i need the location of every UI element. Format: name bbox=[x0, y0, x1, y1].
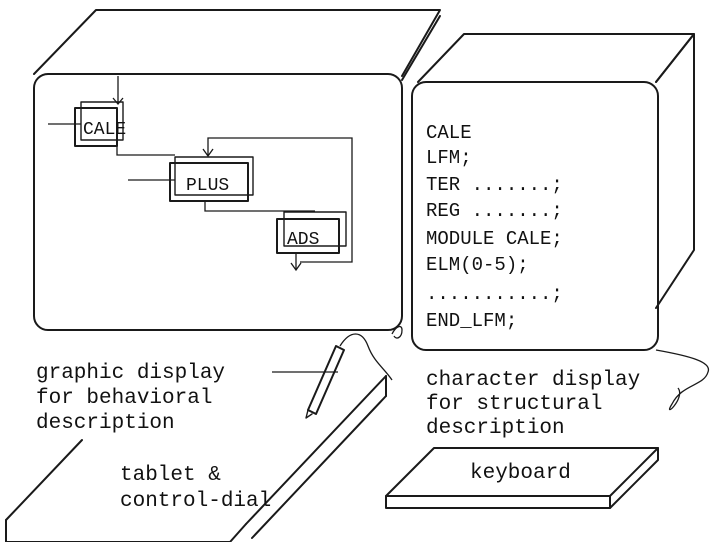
character-monitor-top bbox=[418, 34, 694, 82]
code-line-8: END_LFM; bbox=[426, 310, 517, 332]
character-caption-line-1: character display bbox=[426, 369, 640, 392]
character-display-caption: character display for structural descrip… bbox=[426, 369, 640, 440]
code-line-3: TER .......; bbox=[426, 174, 563, 196]
code-line-5: MODULE CALE; bbox=[426, 228, 563, 250]
graphic-monitor-side bbox=[402, 16, 440, 80]
code-line-2: LFM; bbox=[426, 147, 472, 169]
module-block-plus: PLUS bbox=[170, 157, 253, 201]
module-block-ads: ADS bbox=[277, 212, 346, 253]
keyboard-side bbox=[610, 448, 658, 508]
tablet-label-line-2: control-dial bbox=[120, 490, 271, 513]
graphic-monitor-top bbox=[34, 10, 440, 76]
stylus-body bbox=[308, 346, 344, 414]
module-block-cale: CALE bbox=[75, 102, 126, 146]
tablet-front-right bbox=[230, 524, 246, 542]
module-plus-label: PLUS bbox=[186, 176, 229, 196]
tablet-right-side bbox=[252, 396, 386, 538]
stylus-cord bbox=[340, 334, 392, 380]
structural-code-listing: CALE LFM; TER .......; REG .......; MODU… bbox=[426, 122, 563, 332]
tablet-left-edge bbox=[6, 440, 82, 520]
graphic-display-caption: graphic display for behavioral descripti… bbox=[36, 362, 225, 435]
plus-to-ads-wire bbox=[205, 201, 315, 211]
keyboard-label: keyboard bbox=[470, 462, 571, 485]
code-line-6: ELM(0-5); bbox=[426, 254, 529, 276]
stylus-pen bbox=[306, 334, 392, 418]
character-monitor-side bbox=[656, 34, 694, 308]
module-ads-label: ADS bbox=[287, 230, 319, 250]
code-line-4: REG .......; bbox=[426, 200, 563, 222]
code-line-1: CALE bbox=[426, 122, 472, 144]
graphic-caption-line-2: for behavioral bbox=[36, 387, 212, 410]
tablet-label-line-1: tablet & bbox=[120, 464, 221, 487]
keyboard-front bbox=[386, 496, 610, 508]
graphic-caption-line-1: graphic display bbox=[36, 362, 225, 385]
graphic-caption-line-3: description bbox=[36, 412, 175, 435]
module-cale-label: CALE bbox=[83, 120, 126, 140]
cale-to-plus-wire bbox=[117, 146, 175, 155]
character-caption-line-2: for structural bbox=[426, 393, 602, 416]
character-caption-line-3: description bbox=[426, 417, 565, 440]
keyboard: keyboard bbox=[386, 448, 658, 508]
graphic-display-monitor bbox=[34, 10, 440, 330]
code-line-7: ...........; bbox=[426, 283, 563, 305]
cable-right bbox=[656, 350, 708, 410]
